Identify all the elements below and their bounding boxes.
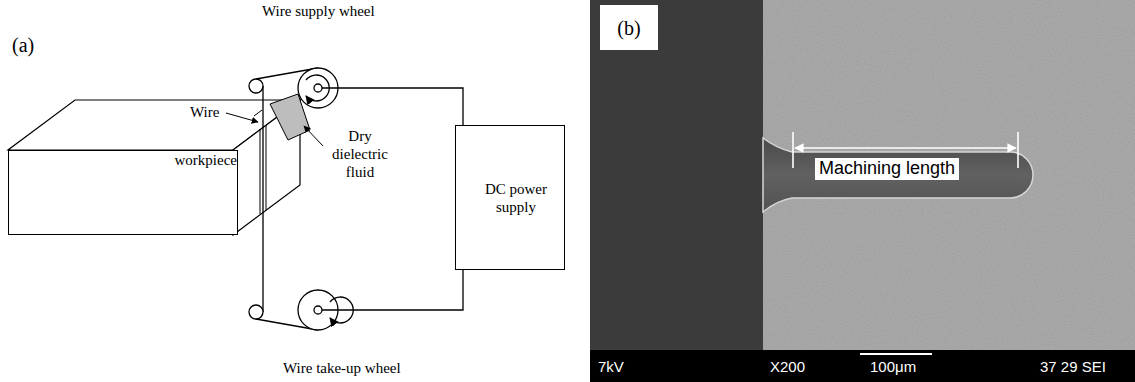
workpiece-block xyxy=(8,100,300,235)
scale-bar-label: 100μm xyxy=(870,358,916,376)
wire-path xyxy=(249,68,318,330)
power-wires xyxy=(322,88,463,310)
sem-info: 37 29 SEI xyxy=(1040,358,1106,376)
dielectric-nozzle xyxy=(270,94,310,140)
wire-wheels xyxy=(298,68,353,330)
node-text: DC power supply xyxy=(480,180,552,216)
sem-info: X200 xyxy=(770,358,805,376)
leader-arrow xyxy=(226,113,258,122)
dimension-label: Machining length xyxy=(815,158,959,180)
sem-info: 7kV xyxy=(598,358,624,376)
sem-image xyxy=(590,0,1135,382)
panel-letter: (a) xyxy=(12,33,34,57)
power-supply-box: DC power supply xyxy=(455,125,565,270)
part-label: Wire take-up wheel xyxy=(283,359,401,377)
workpiece-box: workpiece xyxy=(8,150,238,235)
leader-arrow xyxy=(304,126,323,146)
part-label: Wire xyxy=(190,103,219,121)
panel-letter-box: (b) xyxy=(600,5,658,50)
node-text: (b) xyxy=(617,16,640,40)
part-label: Dry dielectric fluid xyxy=(326,127,394,181)
node-text: workpiece xyxy=(175,151,237,169)
cut-slot xyxy=(254,110,266,214)
part-label: Wire supply wheel xyxy=(262,2,375,20)
